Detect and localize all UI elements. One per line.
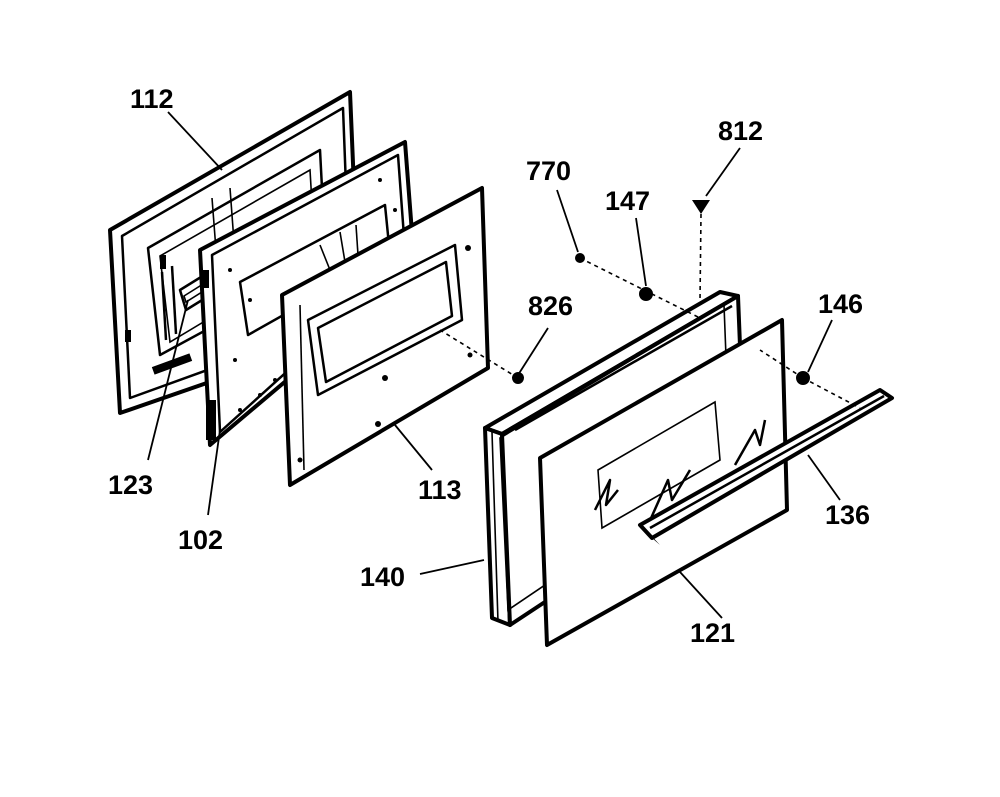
label-121: 121 [690,618,735,648]
label-812: 812 [718,116,763,146]
label-140: 140 [360,562,405,592]
label-112: 112 [130,84,174,114]
part-136-handle [638,388,894,545]
assembly-lines [439,213,861,409]
label-770: 770 [526,156,571,186]
label-147: 147 [605,186,650,216]
screw-812 [692,200,710,214]
label-113: 113 [418,475,462,505]
label-123: 123 [108,470,153,500]
label-146: 146 [818,289,863,319]
label-136: 136 [825,500,870,530]
label-102: 102 [178,525,223,555]
leader-lines [147,111,841,619]
part-labels: 112 123 102 113 826 770 147 812 146 136 … [108,84,870,648]
part-121-outer-glass [538,318,789,647]
part-113-window-frame [280,186,490,487]
label-826: 826 [528,291,573,321]
screw-147 [639,287,653,301]
